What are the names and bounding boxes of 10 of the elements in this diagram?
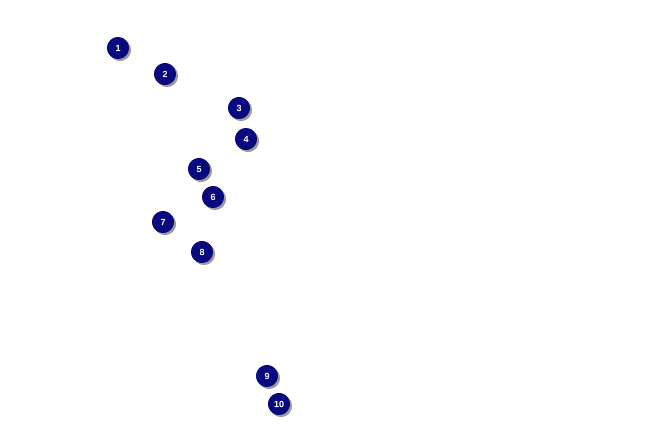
callout-number: 2 (154, 63, 178, 87)
callout-number: 8 (191, 241, 215, 265)
callout-number: 6 (202, 186, 226, 210)
callout-number: 1 (107, 37, 131, 61)
callout-number: 3 (228, 97, 252, 121)
callout-number: 9 (256, 365, 280, 389)
callout-number: 10 (268, 393, 292, 417)
callout-number: 5 (188, 158, 212, 182)
callout-number: 4 (235, 128, 259, 152)
callout-number: 7 (152, 211, 176, 235)
